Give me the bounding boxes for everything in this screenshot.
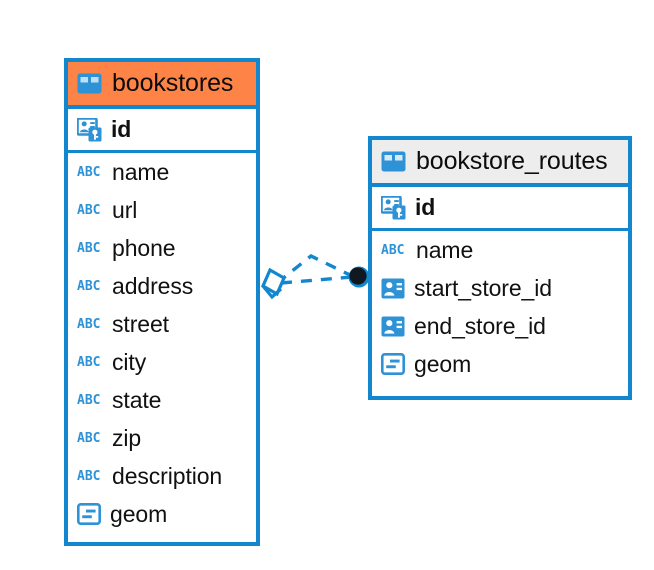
relationship-target-circle — [348, 266, 370, 288]
abc-text-icon: ABC — [77, 202, 101, 218]
field-row-geom[interactable]: geom — [68, 495, 256, 533]
geometry-icon — [76, 502, 101, 525]
field-label: phone — [112, 234, 176, 261]
field-label: description — [112, 462, 223, 489]
entity-title: bookstore_routes — [416, 147, 608, 175]
abc-text-icon: ABC — [77, 316, 101, 332]
entity-header-bookstore-routes[interactable]: bookstore_routes — [372, 140, 628, 187]
abc-text-icon: ABC — [77, 468, 101, 484]
field-label: name — [416, 236, 474, 263]
entity-title: bookstores — [112, 69, 234, 97]
field-row-zip[interactable]: ABC zip — [68, 419, 256, 457]
relationship-line-upper — [275, 254, 353, 285]
field-label: start_store_id — [414, 274, 552, 301]
primary-key-icon — [76, 116, 102, 142]
abc-text-icon: ABC — [77, 240, 101, 256]
field-row-street[interactable]: ABC street — [68, 305, 256, 343]
foreign-key-icon — [381, 316, 405, 337]
entity-bookstores[interactable]: bookstores id ABC name — [64, 58, 260, 546]
table-grid-icon — [381, 151, 406, 172]
field-label: city — [112, 348, 147, 375]
abc-text-icon: ABC — [77, 164, 101, 180]
field-row-address[interactable]: ABC address — [68, 267, 256, 305]
field-row-description[interactable]: ABC description — [68, 457, 256, 495]
abc-text-icon: ABC — [77, 392, 101, 408]
entity-bookstore-routes[interactable]: bookstore_routes id ABC — [368, 136, 632, 400]
field-label: name — [112, 158, 170, 185]
field-row-phone[interactable]: ABC phone — [68, 229, 256, 267]
abc-text-icon: ABC — [381, 242, 405, 258]
field-label: id — [111, 116, 132, 142]
field-row-city[interactable]: ABC city — [68, 343, 256, 381]
field-label: geom — [110, 500, 168, 527]
field-label: geom — [414, 350, 472, 377]
field-row-primary-key[interactable]: id — [68, 109, 256, 153]
geometry-icon — [380, 352, 405, 375]
field-label: street — [112, 310, 169, 337]
field-label: address — [112, 272, 194, 299]
field-row-name[interactable]: ABC name — [372, 231, 628, 269]
field-label: state — [112, 386, 162, 413]
field-label: url — [112, 196, 138, 223]
relationship-source-diamond — [260, 267, 287, 300]
table-grid-icon — [77, 73, 102, 94]
primary-key-icon — [380, 194, 406, 220]
field-label: zip — [112, 424, 142, 451]
relationship-line-lower — [280, 275, 353, 285]
field-row-url[interactable]: ABC url — [68, 191, 256, 229]
abc-text-icon: ABC — [77, 278, 101, 294]
abc-text-icon: ABC — [77, 354, 101, 370]
field-row-start-store-id[interactable]: start_store_id — [372, 269, 628, 307]
field-label: id — [415, 194, 436, 220]
field-row-name[interactable]: ABC name — [68, 153, 256, 191]
abc-text-icon: ABC — [77, 430, 101, 446]
field-row-primary-key[interactable]: id — [372, 187, 628, 231]
field-row-state[interactable]: ABC state — [68, 381, 256, 419]
entity-header-bookstores[interactable]: bookstores — [68, 62, 256, 109]
field-row-geom[interactable]: geom — [372, 345, 628, 383]
field-label: end_store_id — [414, 312, 546, 339]
field-row-end-store-id[interactable]: end_store_id — [372, 307, 628, 345]
foreign-key-icon — [381, 278, 405, 299]
